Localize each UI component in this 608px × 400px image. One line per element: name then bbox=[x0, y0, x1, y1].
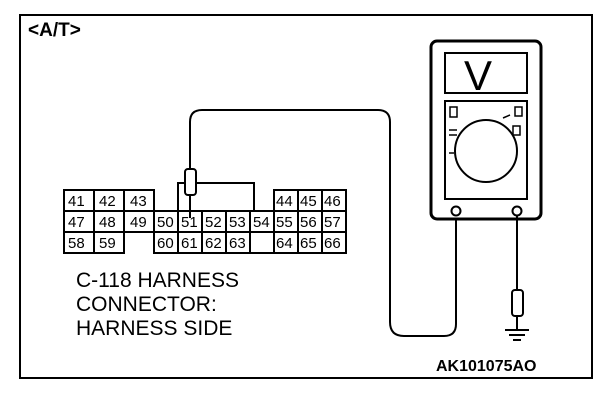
meter-display bbox=[444, 52, 528, 94]
pin-41: 41 bbox=[68, 193, 85, 210]
meter-dial[interactable] bbox=[454, 119, 518, 183]
pin-61: 61 bbox=[181, 235, 198, 252]
figure-code: AK101075AO bbox=[436, 358, 537, 375]
connector-caption-line-2: CONNECTOR: bbox=[76, 293, 217, 316]
pin-48: 48 bbox=[99, 214, 116, 231]
pin-43: 43 bbox=[130, 193, 147, 210]
ground-symbol-icon bbox=[505, 329, 529, 341]
connector-pin-labels: 41 42 43 44 45 46 47 48 49 50 51 52 53 5… bbox=[68, 193, 341, 252]
pin-56: 56 bbox=[300, 214, 317, 231]
pin-42: 42 bbox=[99, 193, 116, 210]
ground-probe bbox=[511, 289, 524, 330]
pin-62: 62 bbox=[205, 235, 222, 252]
pin-50: 50 bbox=[157, 214, 174, 231]
pin-44: 44 bbox=[276, 193, 293, 210]
pin-53: 53 bbox=[229, 214, 246, 231]
meter-indicator-tl bbox=[449, 106, 458, 118]
pin-64: 64 bbox=[276, 235, 293, 252]
meter-indicator-tr bbox=[514, 106, 523, 117]
pin-63: 63 bbox=[229, 235, 246, 252]
pin-46: 46 bbox=[324, 193, 341, 210]
meter-display-symbol: V bbox=[464, 52, 492, 99]
figure-border bbox=[19, 14, 593, 379]
connector-caption: C-118 HARNESS CONNECTOR: HARNESS SIDE bbox=[76, 269, 239, 340]
pin-60: 60 bbox=[157, 235, 174, 252]
pin-54: 54 bbox=[253, 214, 270, 231]
figure-title: <A/T> bbox=[28, 20, 81, 41]
pin-52: 52 bbox=[205, 214, 222, 231]
probe-pin-51 bbox=[184, 168, 197, 218]
pin-49: 49 bbox=[130, 214, 147, 231]
pin-45: 45 bbox=[300, 193, 317, 210]
connector-key bbox=[177, 182, 255, 212]
pin-59: 59 bbox=[99, 235, 116, 252]
meter-indicator-r bbox=[512, 125, 521, 136]
pin-51: 51 bbox=[181, 214, 198, 231]
pin-47: 47 bbox=[68, 214, 85, 231]
connector-c118 bbox=[63, 182, 347, 254]
test-lead-wire bbox=[189, 109, 457, 337]
pin-66: 66 bbox=[324, 235, 341, 252]
meter-jack-v[interactable] bbox=[511, 205, 523, 217]
pin-55: 55 bbox=[276, 214, 293, 231]
meter-jack-com[interactable] bbox=[450, 205, 462, 217]
voltmeter: V bbox=[429, 39, 543, 221]
connector-caption-line-3: HARNESS SIDE bbox=[76, 317, 232, 340]
connector-right bbox=[273, 189, 347, 254]
connector-caption-line-1: C-118 HARNESS bbox=[76, 269, 239, 292]
pin-58: 58 bbox=[68, 235, 85, 252]
pin-65: 65 bbox=[300, 235, 317, 252]
pin-57: 57 bbox=[324, 214, 341, 231]
